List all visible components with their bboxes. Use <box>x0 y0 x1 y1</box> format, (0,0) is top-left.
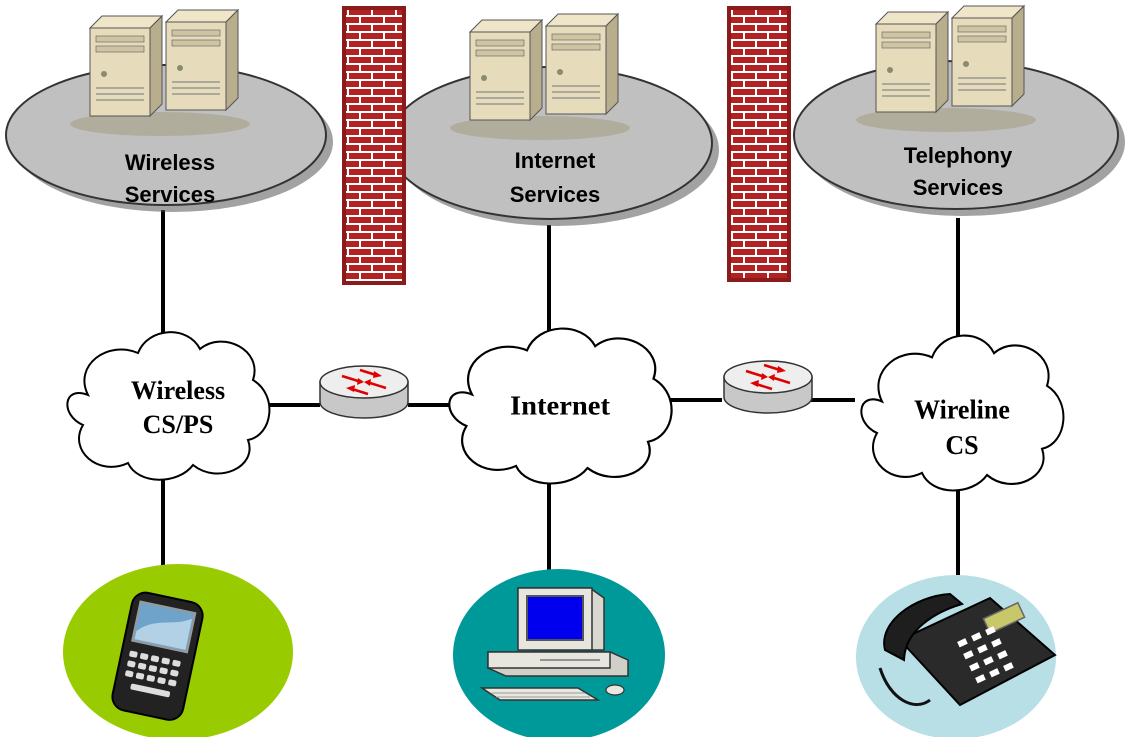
service-telephony: Telephony Services <box>793 6 1125 216</box>
service-wireless: Wireless Services <box>5 10 333 212</box>
server-tower-icon <box>856 6 1036 132</box>
network-wireline-line1: Wireline <box>914 394 1010 425</box>
network-wireless-line1: Wireless <box>131 376 225 405</box>
firewall-left <box>342 6 406 285</box>
service-telephony-line1: Telephony <box>904 143 1013 168</box>
network-wireline-line2: CS <box>945 429 978 460</box>
server-tower-icon <box>450 14 630 140</box>
service-internet: Internet Services <box>387 14 719 226</box>
service-wireless-line1: Wireless <box>125 150 215 175</box>
firewall-right <box>727 6 791 282</box>
network-wireless-cloud: Wireless CS/PS <box>66 331 271 481</box>
router-icon <box>318 364 410 420</box>
brick-firewall-icon <box>342 6 406 285</box>
network-wireless-line2: CS/PS <box>143 410 214 439</box>
desktop-computer-icon <box>479 587 629 701</box>
brick-firewall-icon <box>727 6 791 282</box>
network-internet-cloud: Internet <box>448 327 673 485</box>
service-internet-line2: Services <box>510 182 601 207</box>
blackberry-smartphone-icon <box>111 591 204 721</box>
cloud-icon <box>66 331 271 481</box>
network-wireline-cloud: Wireline CS <box>860 334 1065 492</box>
router-left <box>318 364 410 420</box>
server-tower-icon <box>70 10 250 136</box>
router-icon <box>722 359 814 415</box>
service-telephony-line2: Services <box>913 175 1004 200</box>
network-internet-line1: Internet <box>510 391 611 421</box>
device-telephone <box>856 575 1057 737</box>
service-internet-line1: Internet <box>515 148 596 173</box>
device-smartphone <box>63 564 293 737</box>
service-wireless-line2: Services <box>125 182 216 207</box>
desk-telephone-icon <box>878 592 1057 707</box>
connection-lines <box>161 210 960 575</box>
device-computer <box>453 569 665 737</box>
router-right <box>722 359 814 415</box>
